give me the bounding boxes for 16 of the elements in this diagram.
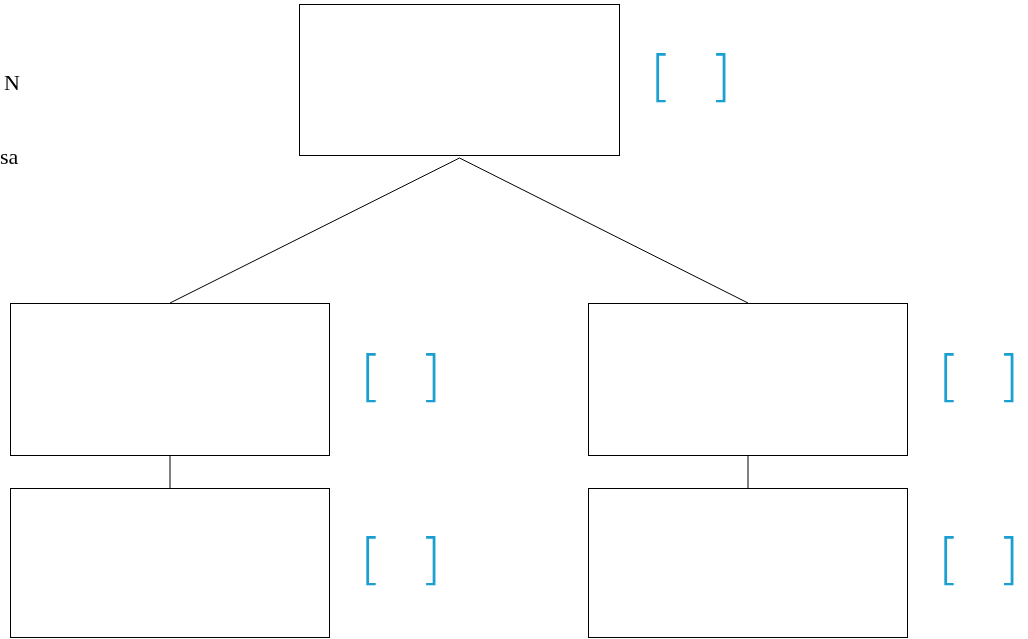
bracket-text: [ ] [650,48,732,104]
connector-line [169,455,171,489]
empty-box [299,4,620,156]
connector-line [169,157,460,304]
bracket-text: [ ] [360,347,442,404]
connector-line [459,157,749,304]
bracket-text: [ ] [360,531,442,587]
bracket-text: [ ] [938,347,1020,404]
empty-box [10,303,330,456]
text-fragment: N [4,72,20,94]
empty-box [588,303,908,456]
text-fragment: sa [0,146,19,168]
empty-box [10,488,330,638]
bracket-text: [ ] [938,531,1020,587]
empty-box [588,488,908,638]
connector-line [747,455,749,489]
